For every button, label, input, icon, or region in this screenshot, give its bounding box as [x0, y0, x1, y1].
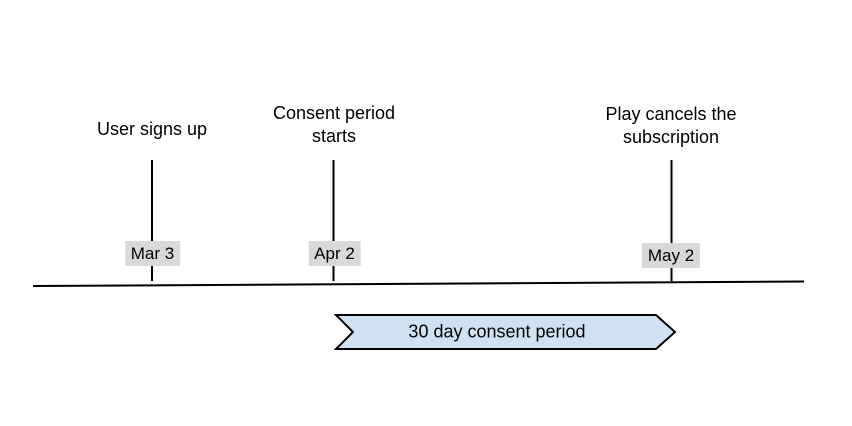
- event-label-signup: User signs up: [96, 119, 208, 139]
- date-chip-mar3: Mar 3: [124, 241, 181, 266]
- event-label-cancel: Play cancels the subscription: [605, 104, 737, 147]
- consent-period-arrow: [333, 314, 677, 350]
- event-label-consent-start: Consent period starts: [272, 103, 396, 146]
- date-chip-apr2: Apr 2: [308, 241, 361, 266]
- consent-period-label: 30 day consent period: [408, 321, 586, 342]
- date-chip-may2: May 2: [641, 243, 701, 268]
- timeline-axis: [32, 280, 805, 287]
